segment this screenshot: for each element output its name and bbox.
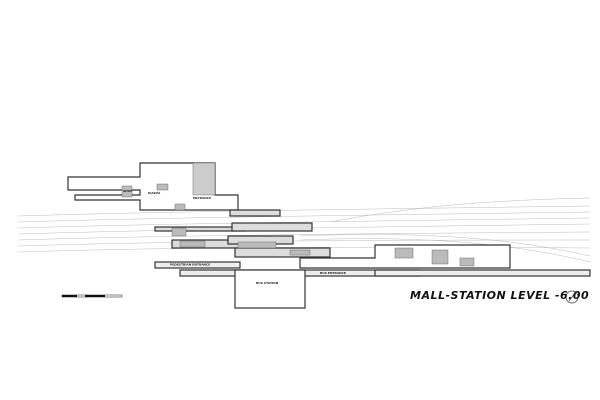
- north-arrow-icon: [565, 290, 579, 304]
- shops: [121, 162, 475, 267]
- label-shop: SHOP: [123, 189, 133, 193]
- label-entrance: ENTRANCE: [193, 196, 211, 200]
- label-bus-station: BUS STATION: [256, 281, 279, 285]
- scale-bar: [61, 294, 123, 298]
- drawing-title: MALL-STATION LEVEL -6.00: [410, 289, 590, 302]
- label-pedestrian-entrance: PEDESTRIAN ENTRANCE: [170, 263, 210, 267]
- building-outline: [67, 162, 591, 309]
- label-piazza: PIAZZA: [148, 191, 161, 195]
- label-bus-entrance: BUS ENTRANCE: [320, 271, 346, 275]
